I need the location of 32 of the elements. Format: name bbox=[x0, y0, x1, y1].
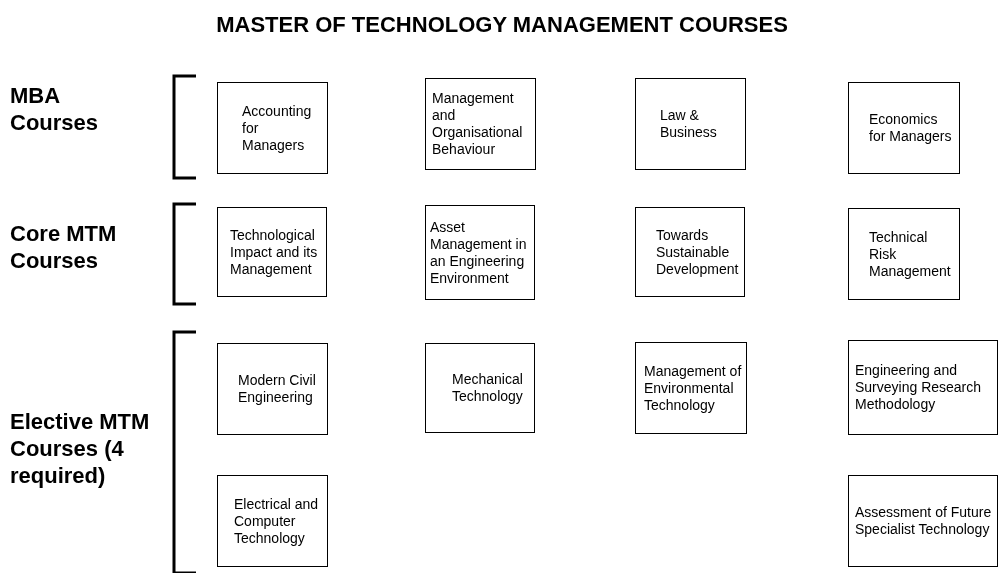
course-box bbox=[848, 208, 960, 300]
group-label: MBA Courses bbox=[10, 82, 100, 136]
group-label: Core MTM Courses bbox=[10, 220, 118, 274]
course-box bbox=[217, 82, 328, 174]
course-name: Assessment of Future Specialist Technology bbox=[855, 504, 993, 538]
course-box bbox=[848, 475, 998, 567]
course-box bbox=[217, 207, 327, 297]
group-label: Elective MTM Courses (4 required) bbox=[10, 408, 150, 489]
course-name: Engineering and Surveying Research Methodology bbox=[855, 362, 983, 413]
course-box bbox=[217, 343, 328, 435]
course-name: Technical Risk Management bbox=[869, 228, 952, 280]
course-name: Economics for Managers bbox=[869, 111, 953, 145]
course-box bbox=[425, 343, 535, 433]
course-name: Mechanical Technology bbox=[452, 371, 524, 405]
course-name: Law & Business bbox=[660, 107, 718, 141]
course-name: Electrical and Computer Technology bbox=[234, 495, 320, 547]
course-name: Towards Sustainable Development bbox=[656, 226, 740, 278]
course-box bbox=[635, 207, 745, 297]
diagram-title: MASTER OF TECHNOLOGY MANAGEMENT COURSES bbox=[215, 12, 789, 38]
course-name: Management of Environmental Technology bbox=[644, 362, 742, 414]
course-name: Management and Organisational Behaviour bbox=[432, 90, 524, 158]
course-name: Modern Civil Engineering bbox=[238, 372, 317, 406]
course-box bbox=[635, 78, 746, 170]
course-name: Technological Impact and its Management bbox=[230, 226, 319, 278]
course-box bbox=[848, 340, 998, 435]
course-box bbox=[217, 475, 328, 567]
course-box bbox=[425, 78, 536, 170]
course-name: Accounting for Managers bbox=[242, 102, 313, 154]
course-box bbox=[848, 82, 960, 174]
course-box bbox=[635, 342, 747, 434]
course-name: Asset Management in an Engineering Environment bbox=[430, 218, 528, 287]
course-box bbox=[425, 205, 535, 300]
